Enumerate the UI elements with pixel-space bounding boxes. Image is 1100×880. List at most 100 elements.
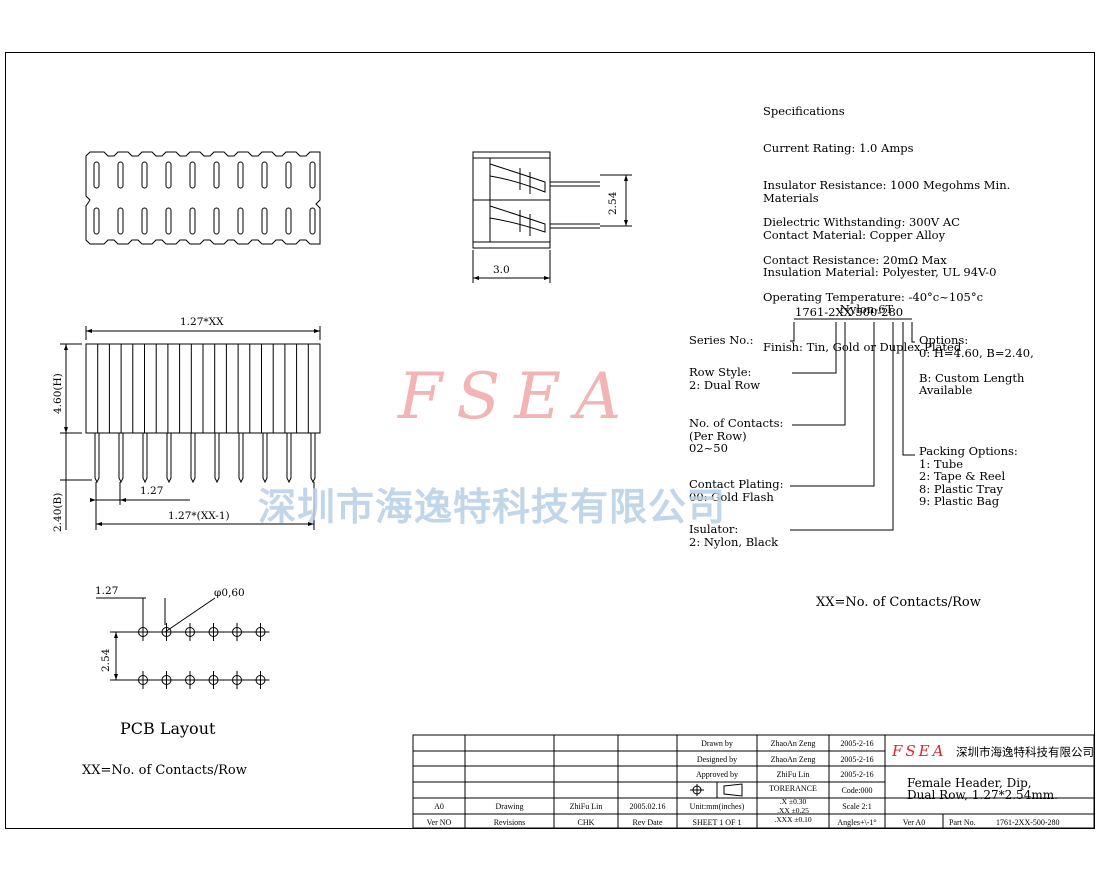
slot [93, 207, 100, 235]
pcb-layout-title: PCB Layout [120, 719, 216, 738]
slot [309, 161, 316, 189]
code-insulator: Isulator: 2: Nylon, Black [689, 522, 779, 549]
tb-approved-by: ZhiFu Lin [776, 770, 810, 779]
dim-front-height: 4.60(H) [52, 373, 64, 414]
tb-code: Code:000 [841, 786, 873, 795]
tb-units: Unit:mm(inches) [689, 802, 745, 811]
pin [94, 433, 100, 484]
watermark-company: 深圳市海逸特科技有限公司 [258, 485, 727, 529]
top-view [85, 151, 321, 245]
pin [286, 433, 292, 484]
materials: Materials Contact Material: Copper Alloy… [763, 167, 997, 365]
pin [310, 433, 316, 484]
dim-pin-span: 1.27*(XX-1) [168, 510, 230, 522]
spec-dielectric: Dielectric Withstanding: 300V AC [763, 215, 960, 230]
tb-h-rev: Revisions [493, 818, 526, 827]
tb-scale: Scale 2:1 [842, 802, 872, 811]
slot [261, 207, 268, 235]
watermark-logo: FSEA [398, 360, 636, 434]
material-contact: Contact Material: Copper Alloy [763, 228, 946, 243]
spec-insulation: Insulator Resistance: 1000 Megohms Min. [763, 178, 1011, 193]
tb-title-1: Female Header, Dip, [907, 776, 1032, 790]
tb-tolerance-title: TORERANCE [769, 784, 817, 793]
dim-pcb-hole: φ0,60 [214, 587, 245, 599]
tb-h-chk: CHK [577, 818, 595, 827]
code-series: Series No.: [689, 333, 754, 347]
tb-h-ver: Ver NO [426, 818, 452, 827]
slot [309, 207, 316, 235]
dim-pcb-pitch: 1.27 [95, 585, 119, 597]
pcb-layout [96, 597, 270, 689]
slot [213, 207, 220, 235]
code-options: Options: 0: H=4.60, B=2.40, B: Custom Le… [919, 333, 1034, 398]
spec-temperature: Operating Temperature: -40°c~105°c [763, 289, 984, 304]
spec-contact-resistance: Contact Resistance: 20mΩ Max [763, 252, 947, 267]
dim-side-width: 3.0 [493, 264, 510, 276]
tb-designed-label: Designed by [696, 755, 738, 764]
specifications-title: Specifications [763, 103, 845, 118]
material-insulation: Insulation Material: Polyester, UL 94V-0 [763, 265, 997, 280]
slot [165, 207, 172, 235]
slot [141, 161, 148, 189]
pin [190, 433, 196, 484]
tb-drawn-date: 2005-2-16 [840, 739, 874, 748]
slot [285, 161, 292, 189]
tb-rev-date: 2005.02.16 [629, 802, 666, 811]
top-view-slots [93, 161, 316, 235]
material-finish: Finish: Tin, Gold or Duplex Plated [763, 339, 962, 354]
pcb-note: XX=No. of Contacts/Row [82, 763, 247, 778]
pin [118, 433, 124, 484]
dim-pin-pitch: 1.27 [140, 485, 164, 497]
tb-tol-1: .X ±0.30 [779, 797, 807, 806]
tb-part-label: Part No. [949, 818, 976, 827]
pin [238, 433, 244, 484]
side-view [472, 151, 632, 283]
tb-tol-3: .XXX ±0.10 [774, 815, 812, 824]
pin [262, 433, 268, 484]
tb-approved-date: 2005-2-16 [840, 770, 874, 779]
part-code: 1761-2XX-500-280 [795, 305, 904, 319]
pin [142, 433, 148, 484]
part-code-leaders [790, 318, 915, 531]
tb-designed-by: ZhaoAn Zeng [770, 755, 816, 764]
slot [165, 161, 172, 189]
tb-tol-2: .XX ±0.25 [777, 806, 809, 815]
code-row-style: Row Style: 2: Dual Row [689, 365, 761, 392]
tb-approved-label: Approved by [696, 770, 738, 779]
dim-side-pitch: 2.54 [607, 191, 619, 215]
material-insulation-2: Nylon-6T [763, 302, 894, 317]
slot [285, 207, 292, 235]
slot [117, 161, 124, 189]
tb-logo: FSEA [892, 742, 947, 760]
tb-rev-chk: ZhiFu Lin [569, 802, 603, 811]
pcb-holes [130, 623, 270, 689]
slot [261, 161, 268, 189]
slot [213, 161, 220, 189]
front-ribs [97, 344, 309, 433]
tb-ver: Ver A0 [902, 818, 926, 827]
front-pins [94, 433, 316, 484]
slot [117, 207, 124, 235]
spec-current: Current Rating: 1.0 Amps [763, 141, 914, 156]
code-packing: Packing Options: 1: Tube 2: Tape & Reel … [919, 444, 1018, 509]
slot [237, 161, 244, 189]
code-contacts: No. of Contacts: (Per Row) 02~50 [689, 416, 784, 456]
dim-front-length: 1.27*XX [180, 316, 224, 328]
tb-drawn-by: ZhaoAn Zeng [770, 739, 816, 748]
code-plating: Contact Plating: 00: Gold Flash [689, 477, 784, 504]
contacts-note: XX=No. of Contacts/Row [816, 595, 981, 610]
tb-sheet: SHEET 1 OF 1 [692, 818, 742, 827]
slot [189, 161, 196, 189]
slot [189, 207, 196, 235]
dim-pin-length: 2.40(B) [52, 492, 64, 532]
tb-designed-date: 2005-2-16 [840, 755, 874, 764]
slot [93, 161, 100, 189]
tb-drawn-label: Drawn by [701, 739, 733, 748]
materials-title: Materials [763, 190, 819, 205]
tb-part-no: 1761-2XX-500-280 [996, 818, 1060, 827]
tb-rev-desc: Drawing [495, 802, 524, 811]
pin [166, 433, 172, 484]
dim-pcb-row: 2.54 [100, 648, 112, 672]
